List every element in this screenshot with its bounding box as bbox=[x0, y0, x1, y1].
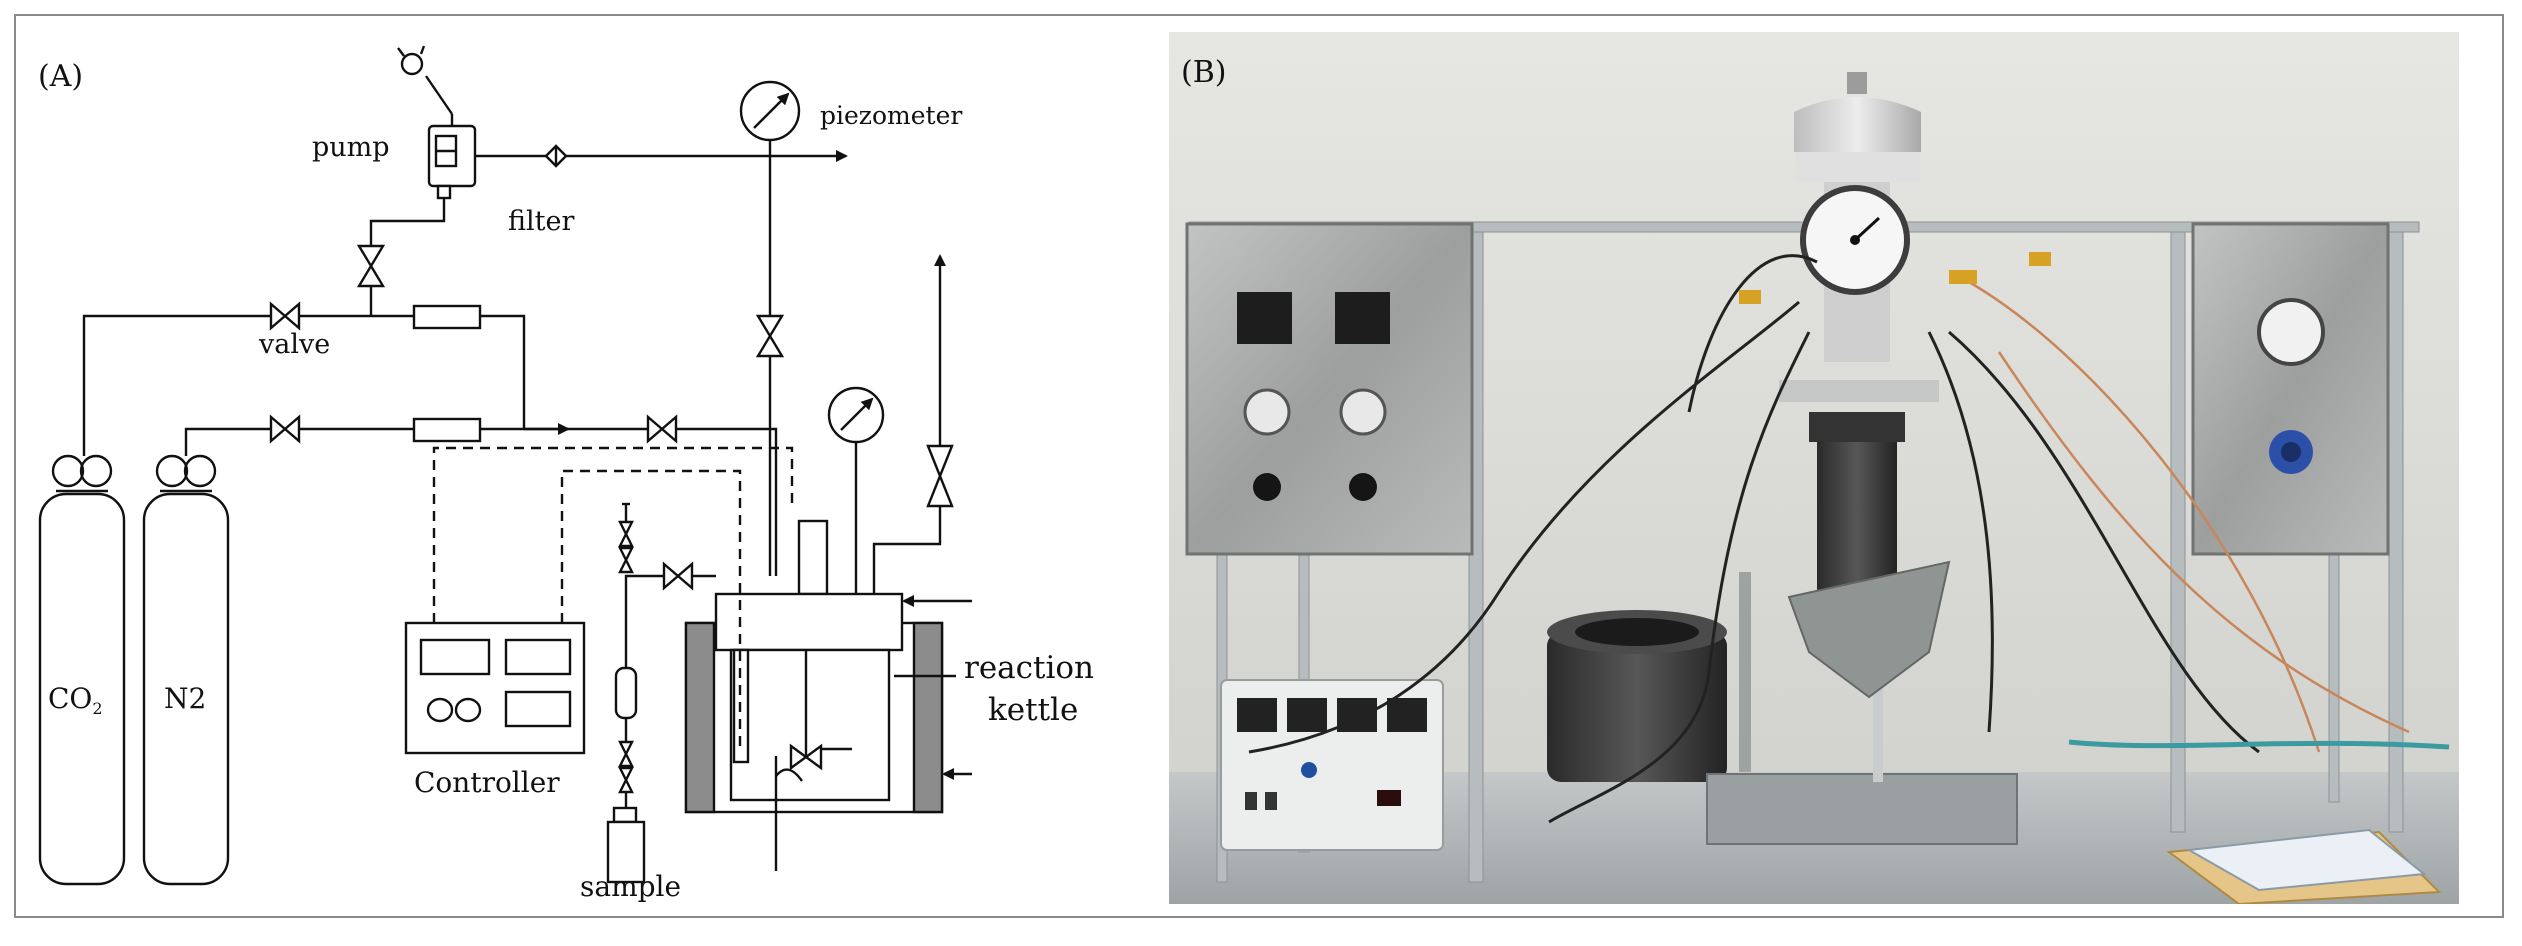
panel-a-schematic: (A) pump piezometer filter valve CO2 N2 … bbox=[38, 45, 1094, 903]
reaction-label: reaction bbox=[964, 650, 1094, 686]
photo-left-control-box bbox=[1185, 222, 1474, 556]
n2-label: N2 bbox=[164, 682, 206, 715]
figure-frame bbox=[14, 14, 2504, 918]
controller-label: Controller bbox=[414, 766, 560, 799]
n2-cylinder bbox=[142, 454, 230, 886]
photo-valve-fittings bbox=[1739, 252, 2051, 304]
co2-flow-meter bbox=[412, 304, 482, 330]
sample-top-valve-symbol bbox=[618, 502, 634, 574]
panel-b-label: (B) bbox=[1181, 55, 1226, 90]
photo-binder bbox=[2166, 828, 2442, 904]
controller-symbol bbox=[404, 621, 586, 755]
filter-label: filter bbox=[508, 206, 574, 237]
sample-vial bbox=[612, 806, 638, 824]
sample-label: sample bbox=[580, 870, 681, 903]
kettle-label: kettle bbox=[988, 692, 1078, 728]
sample-beaker bbox=[606, 820, 646, 884]
photo-right-panel bbox=[2191, 222, 2390, 556]
sample-bottom-valve-symbol bbox=[618, 740, 634, 794]
vent-valve-symbol bbox=[926, 444, 954, 508]
pump-valve-symbol bbox=[356, 244, 386, 288]
pump-label: pump bbox=[312, 132, 390, 163]
filter-symbol bbox=[544, 144, 568, 168]
reaction-kettle-symbol bbox=[684, 592, 972, 871]
n2-valve-symbol bbox=[269, 414, 301, 444]
co2-label: CO2 bbox=[48, 682, 103, 718]
piezometer-label: piezometer bbox=[820, 101, 962, 130]
piezometer-gauge-symbol bbox=[739, 80, 801, 316]
reactor-gauge-symbol bbox=[827, 386, 885, 594]
main-valve-symbol bbox=[646, 414, 678, 444]
photo-reactor-head bbox=[1794, 72, 1921, 362]
photo-controller-unit bbox=[1220, 679, 1444, 851]
stirrer-motor bbox=[797, 519, 829, 596]
piezometer-valve-symbol bbox=[755, 314, 785, 358]
co2-cylinder bbox=[38, 454, 126, 886]
photo-reactor-vessel bbox=[1779, 380, 1951, 699]
photo-heating-mantle bbox=[1547, 610, 1727, 782]
panel-b-photo: (B) bbox=[1169, 32, 2459, 904]
n2-flow-meter bbox=[412, 417, 482, 443]
sample-valve-symbol bbox=[662, 561, 694, 591]
sample-condenser bbox=[614, 666, 638, 720]
valve-label: valve bbox=[258, 329, 330, 360]
pump-symbol bbox=[397, 45, 546, 200]
co2-valve-symbol bbox=[269, 301, 301, 331]
panel-a-label: (A) bbox=[38, 59, 83, 94]
